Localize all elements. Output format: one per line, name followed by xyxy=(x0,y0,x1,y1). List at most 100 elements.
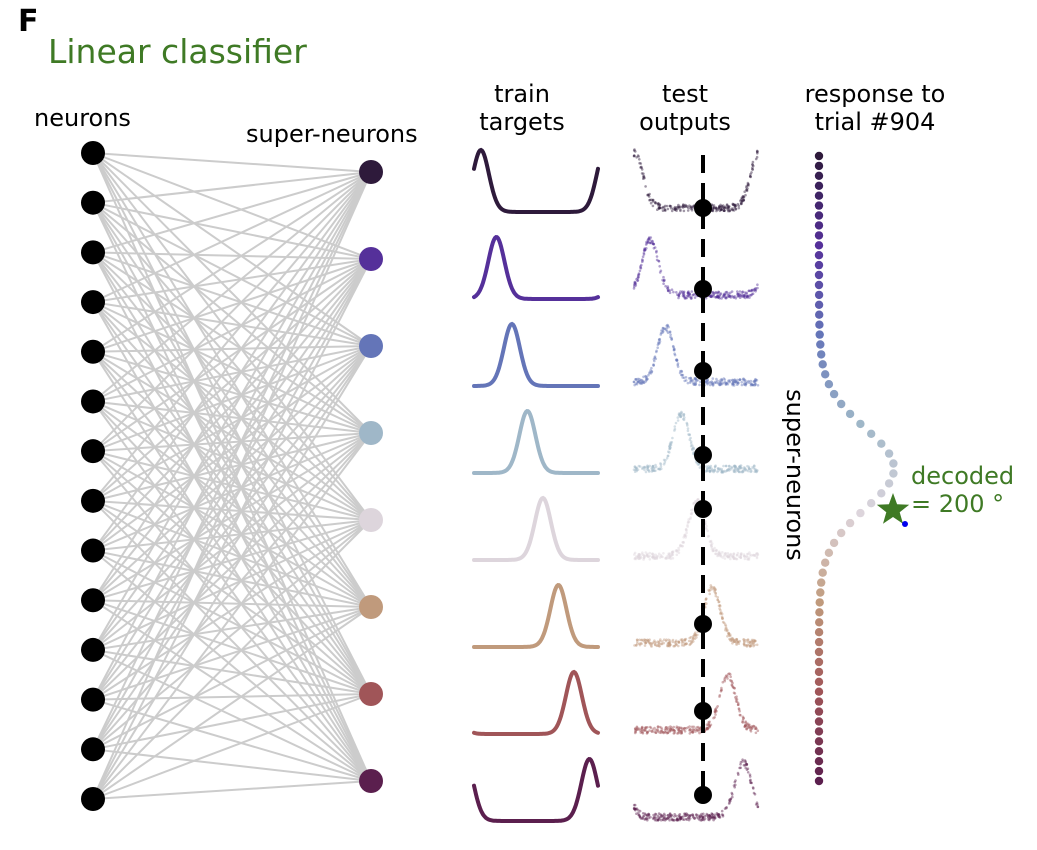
test-output-point xyxy=(748,645,752,648)
test-output-point xyxy=(725,806,728,810)
test-output-point xyxy=(689,444,693,448)
test-output-point xyxy=(708,470,712,474)
decoded-value-dot xyxy=(694,362,712,380)
test-output-point xyxy=(699,815,702,818)
test-output-point xyxy=(712,469,715,473)
test-output-point xyxy=(634,808,637,812)
test-output-point xyxy=(692,383,696,386)
test-output-point xyxy=(736,467,740,471)
test-output-point xyxy=(737,640,740,644)
test-output-point xyxy=(695,499,699,503)
test-output-point xyxy=(752,791,756,795)
test-output-point xyxy=(683,639,687,642)
test-output-point xyxy=(726,205,730,209)
test-output-point xyxy=(644,380,648,383)
test-output-point xyxy=(645,376,648,379)
test-output-point xyxy=(728,638,732,642)
test-output-point xyxy=(732,384,736,387)
test-output-point xyxy=(755,643,759,647)
test-output-point xyxy=(742,198,745,202)
test-output-point xyxy=(646,240,650,244)
test-output-point xyxy=(677,546,680,550)
test-output-point xyxy=(658,645,661,648)
test-output-point xyxy=(731,642,734,645)
test-output-point xyxy=(664,728,667,732)
test-output-point xyxy=(690,508,693,512)
test-output-point xyxy=(733,206,736,209)
test-output-point xyxy=(727,379,730,382)
train-target-curve xyxy=(472,495,600,562)
test-output-point xyxy=(705,469,709,473)
test-output-point xyxy=(746,722,749,725)
test-output-point xyxy=(756,152,759,155)
test-output-point xyxy=(691,508,695,511)
test-output-point xyxy=(712,295,715,298)
test-output-point xyxy=(673,429,676,432)
test-output-point xyxy=(733,640,736,643)
test-output-point xyxy=(727,205,730,208)
test-output-point xyxy=(731,203,735,206)
test-output-point xyxy=(666,728,670,731)
response-dot xyxy=(814,707,824,716)
response-dot xyxy=(817,350,826,359)
response-dot xyxy=(814,290,824,300)
test-output-point xyxy=(731,382,734,385)
test-output-point xyxy=(756,283,759,287)
test-output-point xyxy=(730,465,733,469)
test-output-point xyxy=(655,251,658,254)
test-output-point xyxy=(743,640,746,644)
test-output-point xyxy=(649,641,652,645)
test-output-point xyxy=(652,246,656,250)
neuron-node xyxy=(81,141,105,165)
test-output-point xyxy=(711,208,715,211)
test-output-point xyxy=(743,466,746,469)
test-output-point xyxy=(718,381,722,384)
test-output-point xyxy=(677,641,681,644)
test-output-point xyxy=(709,383,712,387)
train-target-curve xyxy=(472,583,600,649)
test-output-point xyxy=(736,469,739,472)
test-output-point xyxy=(654,813,658,816)
test-output-point xyxy=(636,640,639,643)
test-output-point xyxy=(646,465,649,468)
test-output-point xyxy=(746,187,749,190)
test-output-point xyxy=(662,206,666,209)
test-output-point xyxy=(671,557,675,560)
test-output-point xyxy=(674,644,677,647)
test-output-point xyxy=(692,634,696,637)
connection-line xyxy=(92,258,372,750)
test-output-point xyxy=(705,727,709,731)
test-output-point xyxy=(674,639,678,642)
test-output-point xyxy=(716,291,720,295)
test-output-point xyxy=(653,246,657,249)
test-output-point xyxy=(637,273,640,277)
test-output-point xyxy=(725,627,728,630)
test-output-point xyxy=(651,242,655,245)
test-output-point xyxy=(635,728,639,731)
test-output-point xyxy=(751,383,754,387)
test-output-point xyxy=(682,204,685,207)
test-output-point xyxy=(735,380,738,384)
test-output-point xyxy=(667,644,671,648)
test-output-point xyxy=(682,418,686,422)
test-output-point xyxy=(722,377,726,380)
test-output-point xyxy=(724,627,727,630)
test-output-point xyxy=(709,588,712,592)
test-output-point xyxy=(731,639,734,643)
test-output-point xyxy=(744,644,747,647)
test-output-point xyxy=(720,469,724,473)
test-output-point xyxy=(742,469,745,472)
test-output-point xyxy=(693,377,696,380)
test-output-point xyxy=(679,726,682,730)
test-output-point xyxy=(669,443,673,447)
test-output-point xyxy=(706,726,710,730)
test-output-point xyxy=(737,470,741,474)
test-output-point xyxy=(681,373,685,377)
test-output-point xyxy=(720,809,724,813)
test-output-point xyxy=(744,720,748,723)
connection-line xyxy=(92,698,372,782)
test-output-point xyxy=(753,727,757,730)
test-output-point xyxy=(637,379,641,383)
test-output-point xyxy=(749,289,752,293)
test-output-point xyxy=(671,553,675,557)
